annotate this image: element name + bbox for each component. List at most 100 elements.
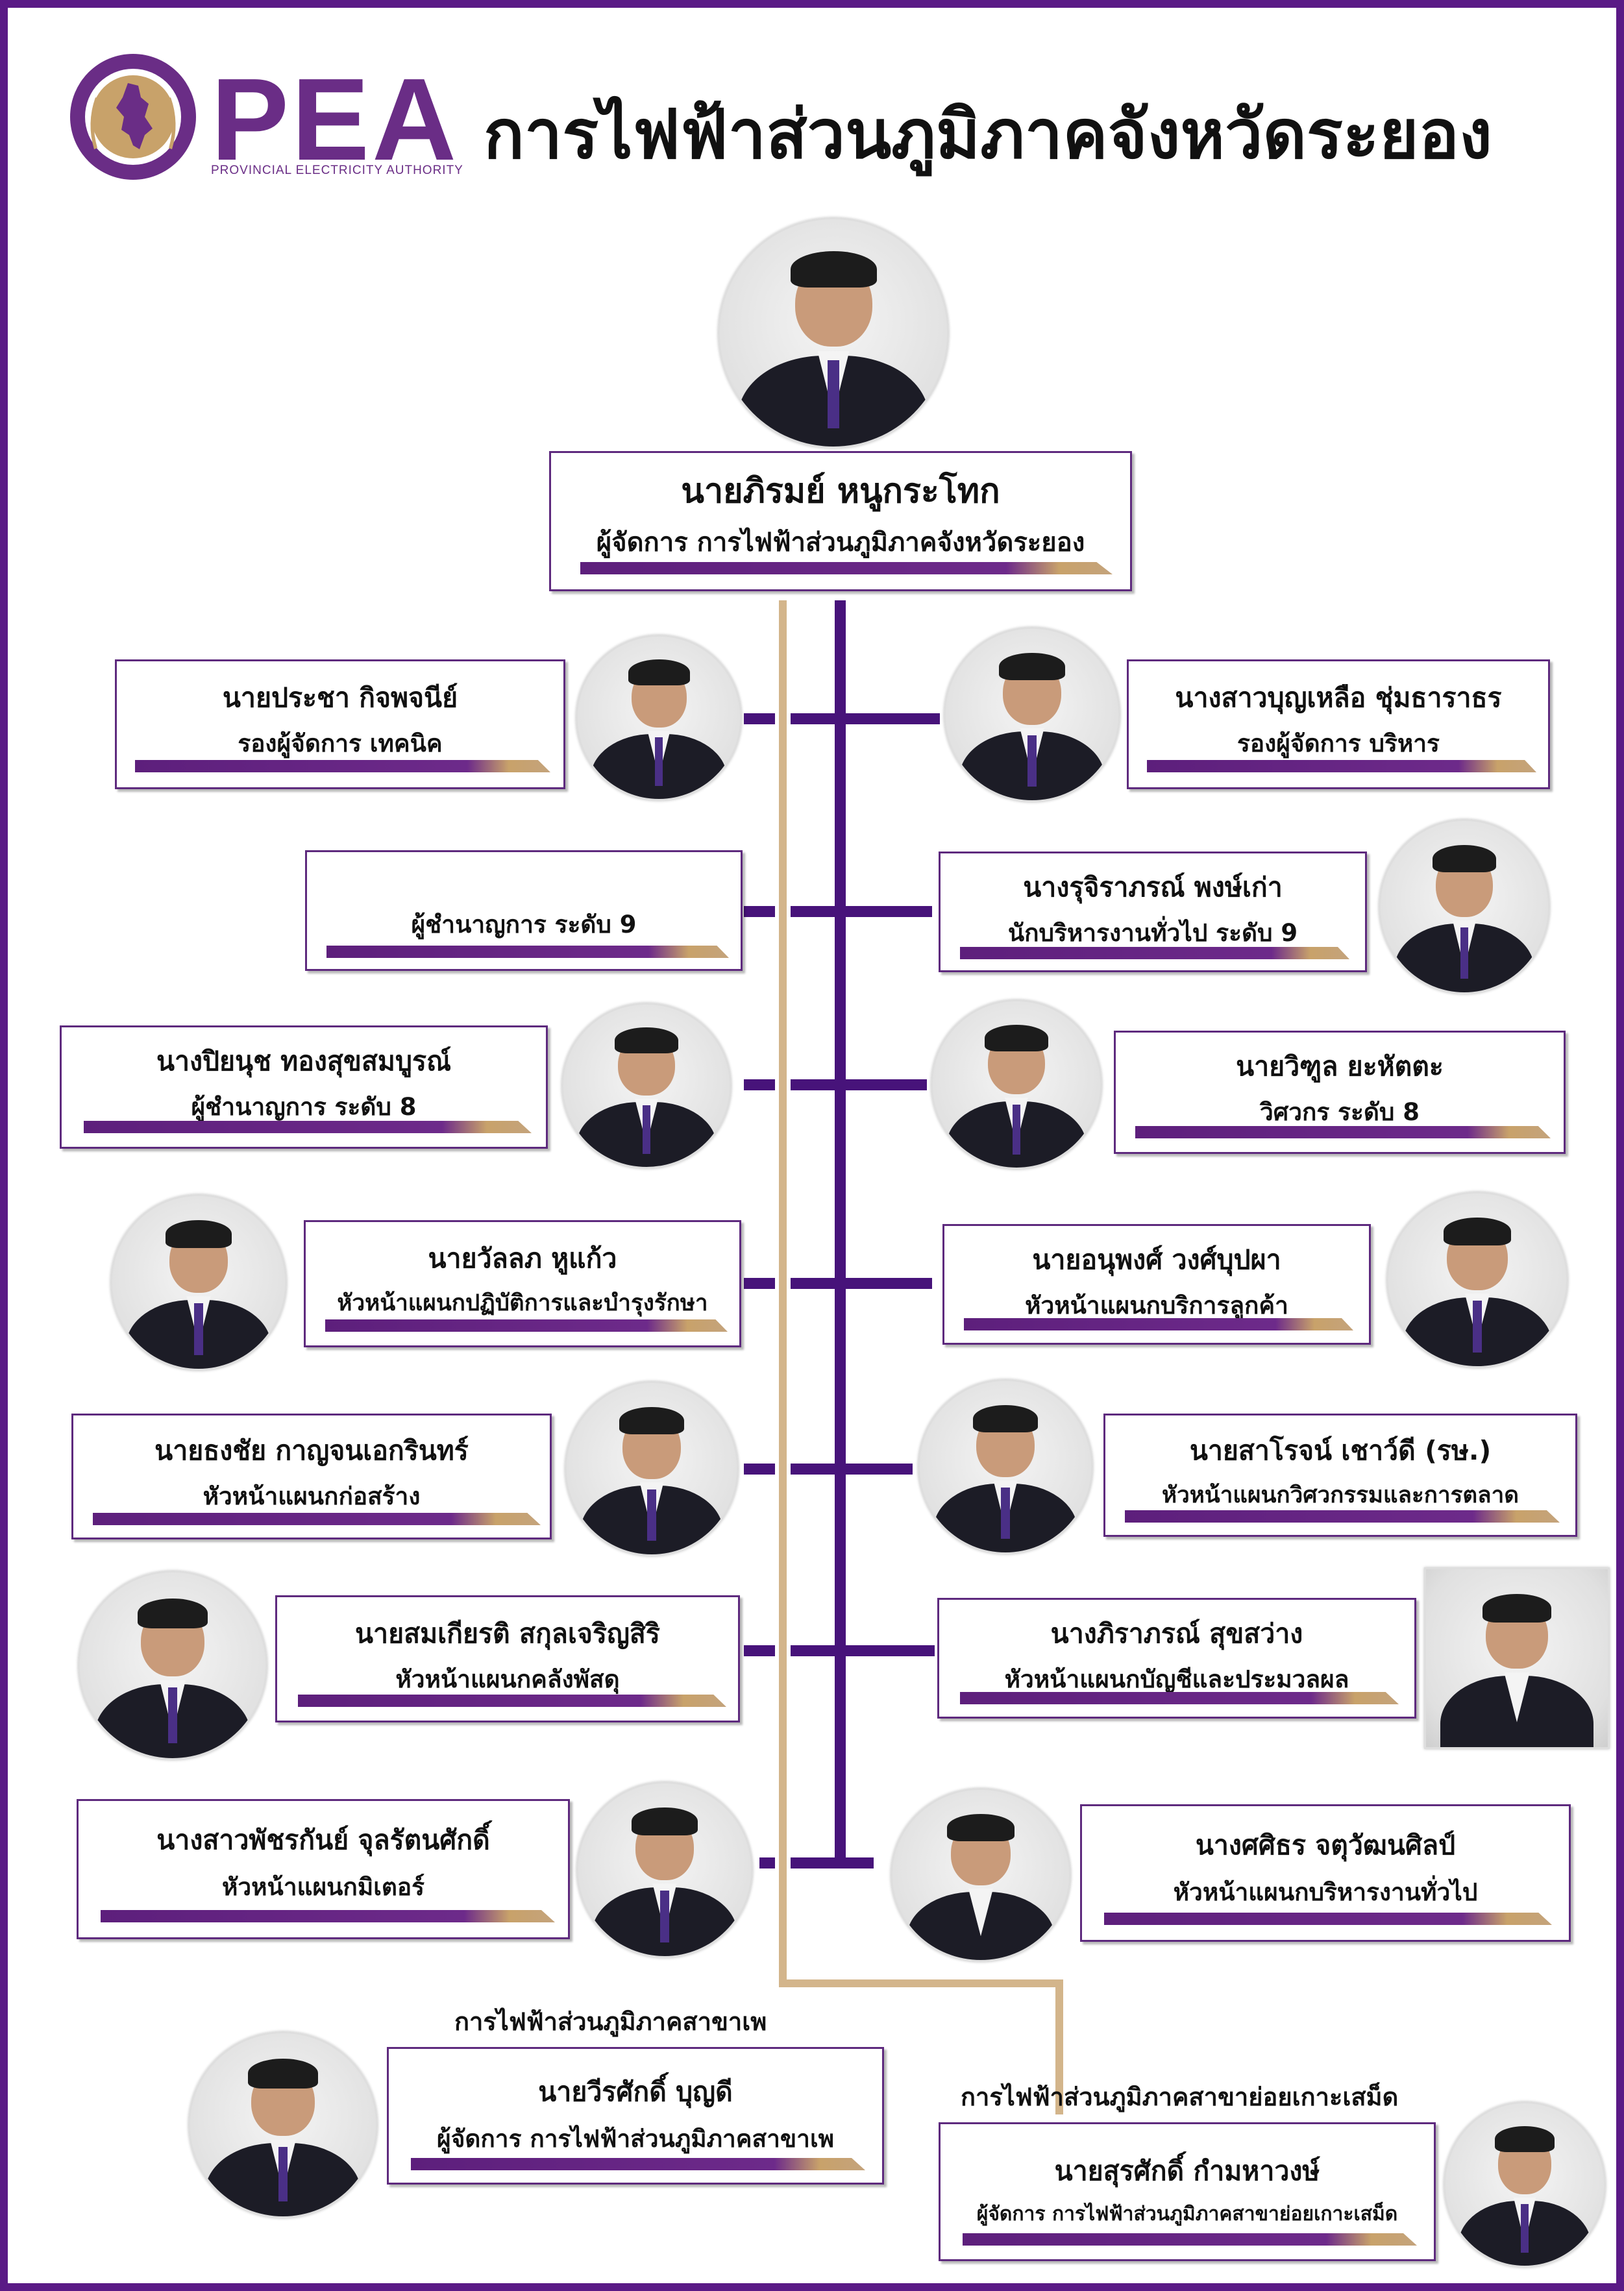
right-photo-2 (1379, 819, 1550, 994)
connector-left-2 (744, 906, 775, 917)
page-title: การไฟฟ้าส่วนภูมิภาคจังหวัดระยอง (484, 95, 1492, 174)
left-role-4: หัวหน้าแผนกปฏิบัติการและบำรุงรักษา (337, 1290, 708, 1316)
right-box-1: นางสาวบุญเหลือ ชุ่มธาราธรรองผู้จัดการ บร… (1127, 659, 1550, 789)
purple-trunk-line (835, 600, 846, 1867)
branch-role-1: ผู้จัดการ การไฟฟ้าส่วนภูมิภาคสาขาเพ (437, 2125, 834, 2153)
right-name-3: นายวิฑูล ยะหัตตะ (1236, 1051, 1444, 1082)
branch-drop-line (1055, 1979, 1063, 2114)
branch-photo-1 (188, 2031, 378, 2218)
right-accent-bar-5 (1125, 1510, 1560, 1523)
right-photo-3 (931, 999, 1102, 1170)
left-role-5: หัวหน้าแผนกก่อสร้าง (203, 1482, 421, 1510)
left-box-4: นายวัลลภ หูแก้วหัวหน้าแผนกปฏิบัติการและบ… (304, 1220, 741, 1347)
right-role-2: นักบริหารงานทั่วไป ระดับ 9 (1007, 919, 1298, 947)
right-name-4: นายอนุพงศ์ วงศ์บุปผา (1032, 1244, 1281, 1275)
right-role-1: รองผู้จัดการ บริหาร (1237, 729, 1440, 757)
left-photo-3 (561, 1003, 732, 1169)
connector-left-3 (744, 1079, 775, 1090)
right-photo-7 (891, 1788, 1071, 1962)
left-accent-bar-1 (135, 760, 550, 772)
connector-right-4 (791, 1278, 932, 1289)
left-box-1: นายประชา กิจพจนีย์รองผู้จัดการ เทคนิค (115, 659, 565, 789)
right-accent-bar-1 (1147, 760, 1536, 772)
right-accent-bar-7 (1104, 1913, 1552, 1925)
connector-right-6 (791, 1645, 935, 1656)
left-name-5: นายธงชัย กาญจนเอกรินทร์ (154, 1435, 469, 1466)
left-name-6: นายสมเกียรติ สกุลเจริญสิริ (355, 1618, 660, 1649)
manager-box: นายภิรมย์ หนูกระโทกผู้จัดการ การไฟฟ้าส่ว… (549, 451, 1132, 591)
left-role-3: ผู้ชำนาญการ ระดับ 8 (191, 1093, 417, 1121)
right-photo-6 (1424, 1567, 1610, 1749)
left-name-7: นางสาวพัชรกันย์ จุลรัตนศักดิ์ (156, 1824, 490, 1856)
left-role-6: หัวหน้าแผนกคลังพัสดุ (395, 1665, 620, 1693)
branch-connector-line (779, 1979, 1063, 1987)
right-name-6: นางภิราภรณ์ สุขสว่าง (1050, 1618, 1303, 1649)
manager-role: ผู้จัดการ การไฟฟ้าส่วนภูมิภาคจังหวัดระยอ… (596, 528, 1085, 557)
connector-right-5 (791, 1464, 913, 1475)
right-role-4: หัวหน้าแผนกบริการลูกค้า (1025, 1292, 1288, 1319)
right-box-4: นายอนุพงศ์ วงศ์บุปผาหัวหน้าแผนกบริการลูก… (942, 1224, 1371, 1345)
left-name-4: นายวัลลภ หูแก้ว (428, 1243, 617, 1274)
left-accent-bar-3 (84, 1121, 532, 1133)
connector-right-2 (791, 906, 932, 917)
connector-left-6 (744, 1645, 775, 1656)
branch-accent-bar-2 (963, 2233, 1417, 2246)
left-accent-bar-2 (326, 946, 729, 958)
right-photo-4 (1386, 1192, 1568, 1368)
left-role-2: ผู้ชำนาญการ ระดับ 9 (411, 911, 637, 938)
right-box-2: นางรุจิราภรณ์ พงษ์เก่านักบริหารงานทั่วไป… (939, 851, 1367, 972)
connector-right-3 (791, 1079, 927, 1090)
right-accent-bar-6 (960, 1692, 1399, 1704)
left-role-7: หัวหน้าแผนกมิเตอร์ (221, 1873, 424, 1901)
left-box-3: นางปิยนุช ทองสุขสมบูรณ์ผู้ชำนาญการ ระดับ… (60, 1025, 548, 1149)
branch-name-2: นายสุรศักดิ์ กำมหาวงษ์ (1054, 2155, 1320, 2187)
branch-accent-bar-1 (411, 2158, 865, 2170)
right-accent-bar-4 (964, 1318, 1353, 1330)
left-accent-bar-7 (101, 1910, 555, 1922)
manager-name: นายภิรมย์ หนูกระโทก (681, 472, 1000, 511)
connector-right-7 (791, 1857, 874, 1868)
right-accent-bar-3 (1135, 1126, 1551, 1138)
connector-left-7 (759, 1857, 775, 1868)
manager-accent-bar (580, 562, 1113, 574)
left-role-1: รองผู้จัดการ เทคนิค (238, 729, 443, 757)
branch-office-label-1: การไฟฟ้าส่วนภูมิภาคสาขาเพ (454, 2007, 767, 2036)
left-box-5: นายธงชัย กาญจนเอกรินทร์หัวหน้าแผนกก่อสร้… (71, 1414, 552, 1539)
left-box-6: นายสมเกียรติ สกุลเจริญสิริหัวหน้าแผนกคลั… (275, 1595, 740, 1722)
left-box-2: ผู้ชำนาญการ ระดับ 9 (305, 850, 743, 971)
right-box-7: นางศศิธร จตุวัฒนศิลป์หัวหน้าแผนกบริหารงา… (1080, 1804, 1571, 1942)
right-role-7: หัวหน้าแผนกบริหารงานทั่วไป (1173, 1878, 1478, 1906)
branch-box-1: นายวีรศักดิ์ บุญดีผู้จัดการ การไฟฟ้าส่วน… (387, 2047, 884, 2185)
connector-right-1 (791, 713, 940, 724)
left-box-7: นางสาวพัชรกันย์ จุลรัตนศักดิ์หัวหน้าแผนก… (77, 1799, 570, 1939)
branch-office-label-2: การไฟฟ้าส่วนภูมิภาคสาขาย่อยเกาะเสม็ด (961, 2083, 1399, 2111)
left-name-3: นางปิยนุช ทองสุขสมบูรณ์ (156, 1046, 452, 1077)
pea-subtitle: PROVINCIAL ELECTRICITY AUTHORITY (211, 164, 463, 177)
left-accent-bar-4 (325, 1319, 728, 1332)
right-box-3: นายวิฑูล ยะหัตตะวิศวกร ระดับ 8 (1114, 1031, 1566, 1154)
right-box-5: นายสาโรจน์ เชาว์ดี (รษ.)หัวหน้าแผนกวิศวก… (1103, 1414, 1577, 1537)
branch-name-1: นายวีรศักดิ์ บุญดี (538, 2076, 733, 2107)
pea-wordmark: PEA (211, 55, 460, 185)
left-photo-6 (78, 1571, 267, 1760)
connector-left-5 (744, 1464, 775, 1475)
right-name-2: นางรุจิราภรณ์ พงษ์เก่า (1023, 872, 1283, 903)
left-name-1: นายประชา กิจพจนีย์ (222, 682, 458, 713)
right-box-6: นางภิราภรณ์ สุขสว่างหัวหน้าแผนกบัญชีและป… (937, 1598, 1416, 1719)
right-role-3: วิศวกร ระดับ 8 (1259, 1098, 1420, 1126)
left-accent-bar-5 (93, 1513, 541, 1525)
right-role-5: หัวหน้าแผนกวิศวกรรมและการตลาด (1162, 1482, 1519, 1508)
right-name-7: นางศศิธร จตุวัฒนศิลป์ (1195, 1830, 1456, 1861)
left-photo-7 (576, 1782, 753, 1958)
branch-box-2: นายสุรศักดิ์ กำมหาวงษ์ผู้จัดการ การไฟฟ้า… (939, 2122, 1436, 2261)
right-name-1: นางสาวบุญเหลือ ชุ่มธาราธร (1175, 682, 1502, 713)
right-accent-bar-2 (960, 947, 1349, 959)
left-photo-1 (576, 635, 742, 801)
right-photo-1 (944, 627, 1120, 802)
branch-photo-2 (1444, 2101, 1606, 2268)
right-role-6: หัวหน้าแผนกบัญชีและประมวลผล (1004, 1665, 1349, 1693)
connector-left-1 (744, 713, 775, 724)
pea-seal-icon (70, 54, 196, 180)
gold-trunk-line (779, 600, 787, 1986)
